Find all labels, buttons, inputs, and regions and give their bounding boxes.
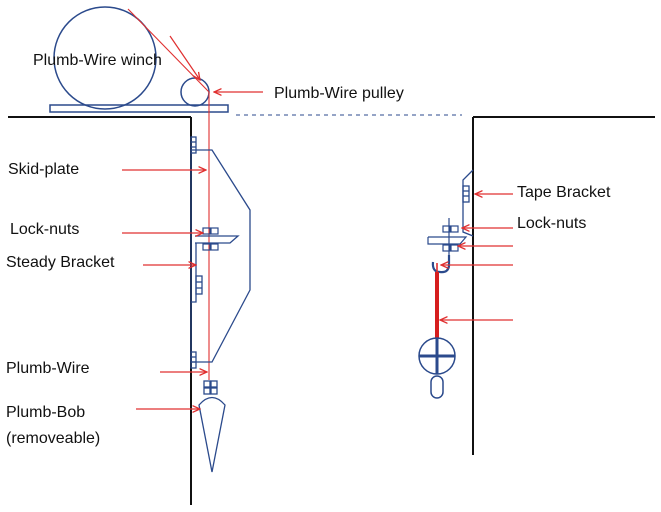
label-plumb-bob: Plumb-Bob <box>6 404 85 421</box>
tape-bracket-shape <box>462 169 474 237</box>
lock-nuts-left-shape <box>202 227 219 251</box>
skid-plate-shape <box>190 149 251 363</box>
base-plate <box>49 104 229 113</box>
label-plumb-wire-pulley: Plumb-Wire pulley <box>274 85 404 102</box>
label-skid-plate: Skid-plate <box>8 161 79 178</box>
plumb-bob-shape <box>198 380 226 473</box>
winch-drum <box>53 6 157 110</box>
label-lock-nuts-left: Lock-nuts <box>10 221 79 238</box>
label-removeable: (removeable) <box>6 430 100 447</box>
label-tape-bracket: Tape Bracket <box>517 184 611 201</box>
label-steady-bracket: Steady Bracket <box>6 254 115 271</box>
hook-shape <box>431 255 451 274</box>
pulley-wheel <box>180 77 210 107</box>
label-plumb-wire: Plumb-Wire <box>6 360 90 377</box>
wall-clips <box>190 136 197 369</box>
right-ground-and-wall <box>472 116 655 455</box>
right-annotation-arrows <box>440 194 513 320</box>
label-plumb-wire-winch: Plumb-Wire winch <box>33 52 162 69</box>
steady-bracket-shape <box>191 235 240 303</box>
left-annotation-arrows <box>122 35 263 409</box>
label-lock-nuts-right: Lock-nuts <box>517 215 586 232</box>
probe-shape <box>418 337 456 399</box>
lock-nuts-right-shape <box>427 218 468 262</box>
